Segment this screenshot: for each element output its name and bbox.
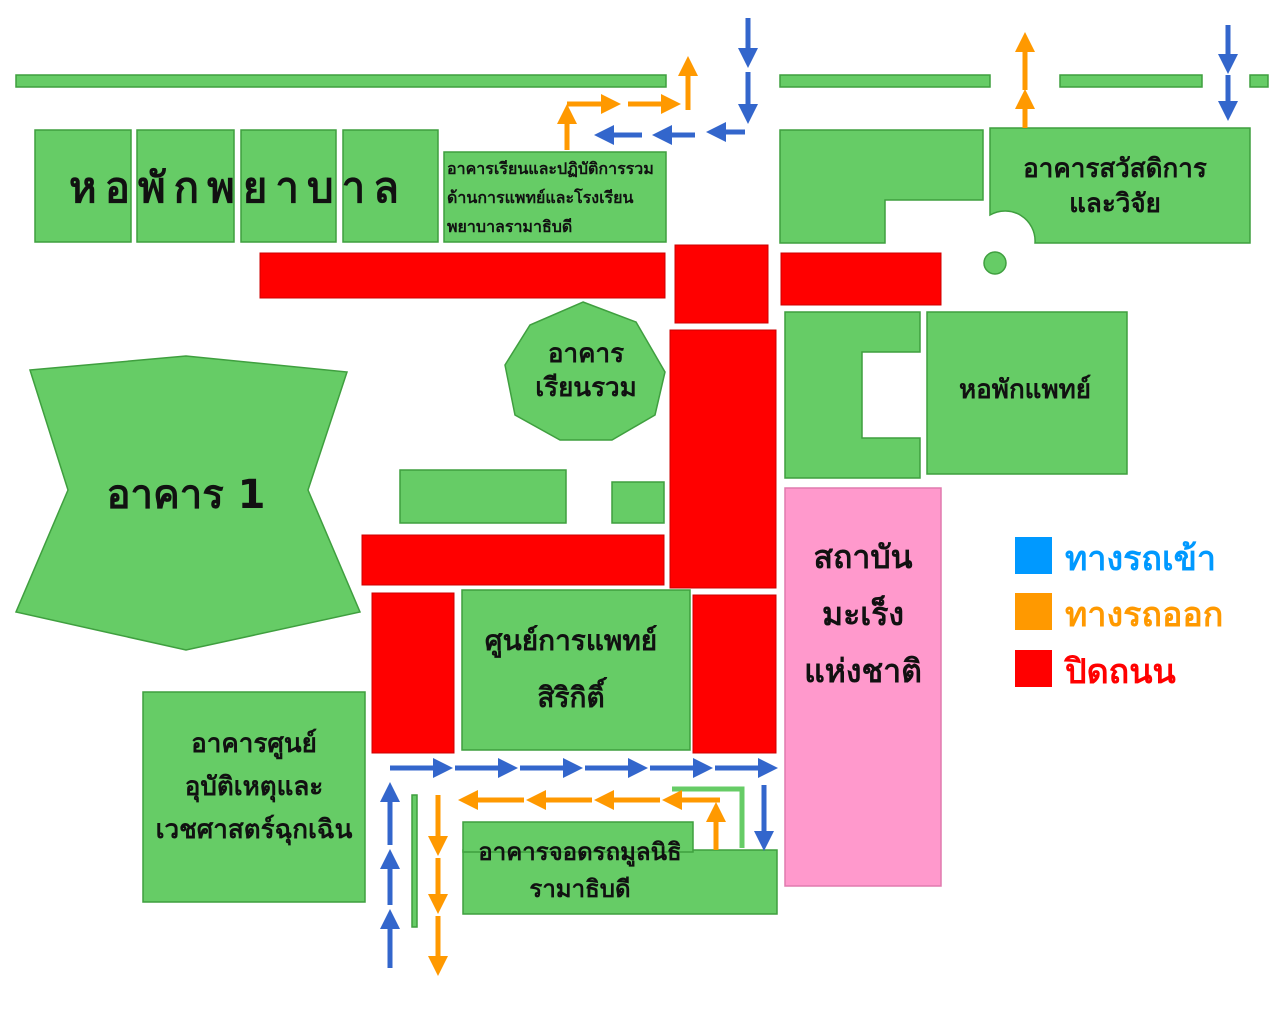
svg-text:อาคารจอดรถมูลนิธิ: อาคารจอดรถมูลนิธิ bbox=[478, 838, 681, 867]
parking-building: อาคารจอดรถมูลนิธิ รามาธิบดี bbox=[462, 821, 778, 915]
svg-text:สถาบัน: สถาบัน bbox=[813, 538, 912, 576]
svg-text:แห่งชาติ: แห่งชาติ bbox=[804, 652, 922, 690]
top-strip-left bbox=[15, 74, 667, 88]
entry-arrows bbox=[380, 18, 1238, 968]
svg-text:อุบัติเหตุและ: อุบัติเหตุและ bbox=[185, 772, 324, 803]
c-shaped-block bbox=[784, 311, 921, 479]
svg-text:ศูนย์การแพทย์: ศูนย์การแพทย์ bbox=[485, 624, 657, 658]
svg-text:และวิจัย: และวิจัย bbox=[1069, 189, 1161, 219]
svg-text:หอพักแพทย์: หอพักแพทย์ bbox=[959, 374, 1091, 405]
svg-text:อาคารสวัสดิการ: อาคารสวัสดิการ bbox=[1023, 154, 1207, 184]
svg-text:ด้านการแพทย์และโรงเรียน: ด้านการแพทย์และโรงเรียน bbox=[447, 187, 634, 207]
emergency-building: อาคารศูนย์ อุบัติเหตุและ เวชศาสตร์ฉุกเฉิ… bbox=[142, 691, 366, 903]
legend-swatch-entry bbox=[1015, 537, 1052, 574]
small-circle-structure bbox=[983, 251, 1007, 275]
nurse-dorm: หอพักพยาบาล bbox=[34, 129, 439, 243]
legend-label-exit: ทางรถออก bbox=[1065, 595, 1223, 635]
exit-arrows bbox=[428, 32, 1035, 976]
legend-swatch-closed bbox=[1015, 650, 1052, 687]
legend: ทางรถเข้า ทางรถออก ปิดถนน bbox=[1015, 537, 1223, 692]
nurse-dorm-label: หอพักพยาบาล bbox=[69, 163, 407, 212]
svg-text:อาคารเรียนและปฏิบัติการรวม: อาคารเรียนและปฏิบัติการรวม bbox=[447, 159, 654, 178]
svg-text:สิริกิติ์: สิริกิติ์ bbox=[537, 677, 607, 714]
closed-roads bbox=[259, 244, 942, 754]
welfare-building: อาคารสวัสดิการ และวิจัย bbox=[989, 127, 1251, 244]
svg-text:อาคาร: อาคาร bbox=[548, 339, 624, 369]
green-divider-right bbox=[672, 786, 745, 848]
national-cancer-institute: สถาบัน มะเร็ง แห่งชาติ bbox=[784, 487, 942, 887]
green-divider-left bbox=[411, 794, 418, 928]
teaching-building: อาคารเรียนและปฏิบัติการรวม ด้านการแพทย์แ… bbox=[443, 151, 667, 243]
svg-text:พยาบาลรามาธิบดี: พยาบาลรามาธิบดี bbox=[447, 217, 572, 236]
top-strip-right bbox=[1059, 74, 1203, 88]
top-strip-dot bbox=[1249, 74, 1269, 88]
svg-text:เวชศาสตร์ฉุกเฉิน: เวชศาสตร์ฉุกเฉิน bbox=[156, 814, 353, 846]
legend-label-closed: ปิดถนน bbox=[1063, 652, 1175, 692]
doctor-dorm: หอพักแพทย์ bbox=[926, 311, 1128, 475]
small-block-left bbox=[399, 469, 567, 524]
top-right-block bbox=[779, 129, 984, 244]
svg-text:เรียนรวม: เรียนรวม bbox=[535, 373, 637, 403]
legend-swatch-exit bbox=[1015, 593, 1052, 630]
svg-text:อาคารศูนย์: อาคารศูนย์ bbox=[191, 728, 317, 760]
svg-text:มะเร็ง: มะเร็ง bbox=[822, 594, 904, 633]
svg-text:อาคาร 1: อาคาร 1 bbox=[107, 472, 266, 518]
building-1: อาคาร 1 bbox=[14, 355, 362, 651]
lecture-building: อาคาร เรียนรวม bbox=[504, 301, 666, 441]
svg-text:รามาธิบดี: รามาธิบดี bbox=[529, 875, 630, 903]
top-strip-mid bbox=[779, 74, 991, 88]
sirikit-medical-center: ศูนย์การแพทย์ สิริกิติ์ bbox=[461, 589, 691, 751]
small-block-square bbox=[611, 481, 665, 524]
legend-label-entry: ทางรถเข้า bbox=[1065, 539, 1216, 579]
